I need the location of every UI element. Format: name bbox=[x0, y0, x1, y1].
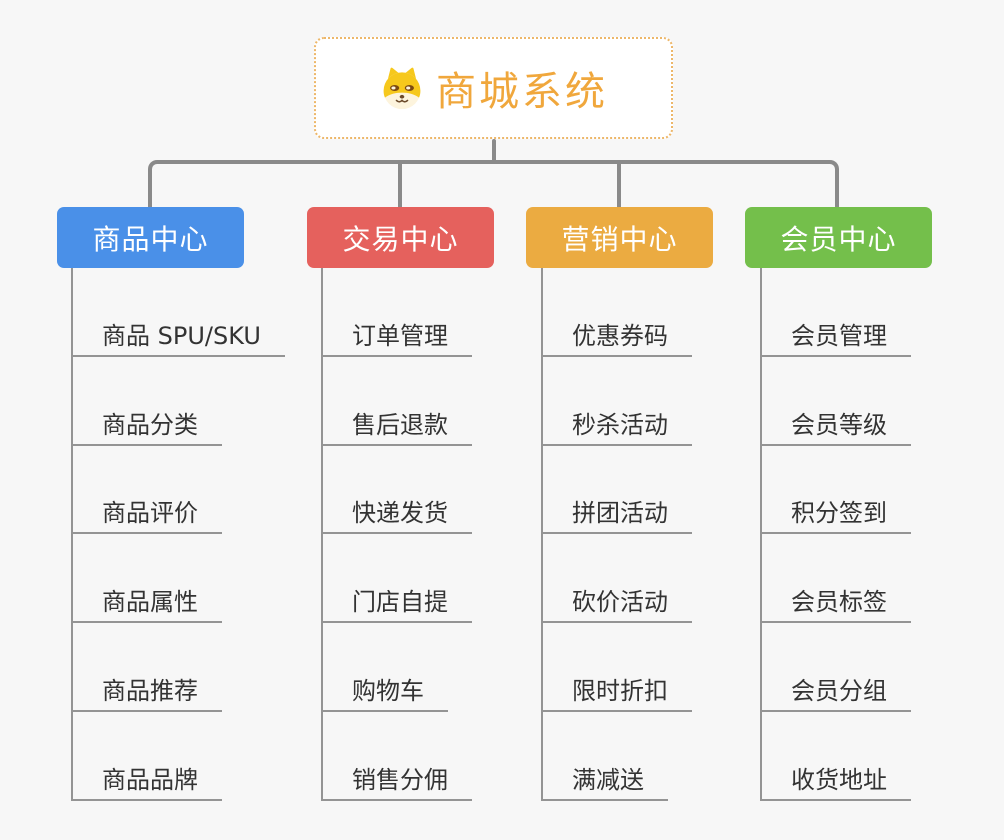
leaf-node[interactable]: 会员管理 bbox=[760, 268, 1004, 357]
leaf-node[interactable]: 秒杀活动 bbox=[541, 357, 841, 446]
children-trade-center: 订单管理 售后退款 快递发货 门店自提 购物车 销售分佣 bbox=[321, 268, 621, 801]
connector-drop-trade bbox=[398, 162, 402, 208]
connector-bracket bbox=[148, 160, 839, 208]
leaf-label: 商品推荐 bbox=[71, 671, 222, 713]
leaf-label: 商品品牌 bbox=[71, 760, 222, 801]
leaf-node[interactable]: 砍价活动 bbox=[541, 534, 841, 624]
leaf-node[interactable]: 商品评价 bbox=[71, 446, 371, 535]
leaf-node[interactable]: 门店自提 bbox=[321, 534, 621, 624]
leaf-label: 订单管理 bbox=[321, 316, 472, 357]
branch-trade-center[interactable]: 交易中心 bbox=[307, 207, 494, 268]
dog-face-icon bbox=[379, 65, 425, 111]
branch-product-center[interactable]: 商品中心 bbox=[57, 207, 244, 268]
leaf-label: 满减送 bbox=[541, 760, 668, 801]
children-product-center: 商品 SPU/SKU 商品分类 商品评价 商品属性 商品推荐 商品品牌 bbox=[71, 268, 371, 801]
leaf-label: 会员标签 bbox=[760, 582, 911, 624]
leaf-label: 商品属性 bbox=[71, 582, 222, 624]
leaf-node[interactable]: 拼团活动 bbox=[541, 446, 841, 535]
leaf-label: 会员等级 bbox=[760, 405, 911, 446]
leaf-node[interactable]: 限时折扣 bbox=[541, 623, 841, 713]
leaf-node[interactable]: 购物车 bbox=[321, 623, 621, 713]
leaf-label: 商品评价 bbox=[71, 493, 222, 535]
leaf-label: 商品分类 bbox=[71, 405, 222, 446]
branch-marketing-center[interactable]: 营销中心 bbox=[526, 207, 713, 268]
leaf-node[interactable]: 商品品牌 bbox=[71, 712, 371, 801]
leaf-label: 销售分佣 bbox=[321, 760, 472, 801]
leaf-label: 拼团活动 bbox=[541, 493, 692, 535]
leaf-node[interactable]: 收货地址 bbox=[760, 712, 1004, 801]
leaf-label: 收货地址 bbox=[760, 760, 911, 801]
leaf-label: 购物车 bbox=[321, 671, 448, 713]
leaf-label: 限时折扣 bbox=[541, 671, 692, 713]
leaf-node[interactable]: 积分签到 bbox=[760, 446, 1004, 535]
children-member-center: 会员管理 会员等级 积分签到 会员标签 会员分组 收货地址 bbox=[760, 268, 1004, 801]
leaf-node[interactable]: 销售分佣 bbox=[321, 712, 621, 801]
leaf-node[interactable]: 商品 SPU/SKU bbox=[71, 268, 371, 357]
leaf-label: 快递发货 bbox=[321, 493, 472, 535]
connector-root-stub bbox=[492, 139, 496, 163]
leaf-label: 会员管理 bbox=[760, 316, 911, 357]
leaf-node[interactable]: 优惠券码 bbox=[541, 268, 841, 357]
leaf-label: 售后退款 bbox=[321, 405, 472, 446]
children-marketing-center: 优惠券码 秒杀活动 拼团活动 砍价活动 限时折扣 满减送 bbox=[541, 268, 841, 801]
branch-member-center[interactable]: 会员中心 bbox=[745, 207, 932, 268]
leaf-node[interactable]: 快递发货 bbox=[321, 446, 621, 535]
leaf-node[interactable]: 订单管理 bbox=[321, 268, 621, 357]
leaf-node[interactable]: 会员分组 bbox=[760, 623, 1004, 713]
leaf-node[interactable]: 商品分类 bbox=[71, 357, 371, 446]
leaf-node[interactable]: 商品属性 bbox=[71, 534, 371, 624]
leaf-label: 秒杀活动 bbox=[541, 405, 692, 446]
leaf-node[interactable]: 会员标签 bbox=[760, 534, 1004, 624]
leaf-node[interactable]: 商品推荐 bbox=[71, 623, 371, 713]
leaf-label: 会员分组 bbox=[760, 671, 911, 713]
leaf-label: 砍价活动 bbox=[541, 582, 692, 624]
root-node[interactable]: 商城系统 bbox=[314, 37, 673, 139]
leaf-label: 门店自提 bbox=[321, 582, 472, 624]
leaf-node[interactable]: 会员等级 bbox=[760, 357, 1004, 446]
leaf-label: 优惠券码 bbox=[541, 316, 692, 357]
root-title: 商城系统 bbox=[436, 69, 608, 115]
leaf-node[interactable]: 满减送 bbox=[541, 712, 841, 801]
connector-drop-marketing bbox=[617, 162, 621, 208]
leaf-label: 商品 SPU/SKU bbox=[71, 316, 285, 357]
leaf-label: 积分签到 bbox=[760, 493, 911, 535]
leaf-node[interactable]: 售后退款 bbox=[321, 357, 621, 446]
